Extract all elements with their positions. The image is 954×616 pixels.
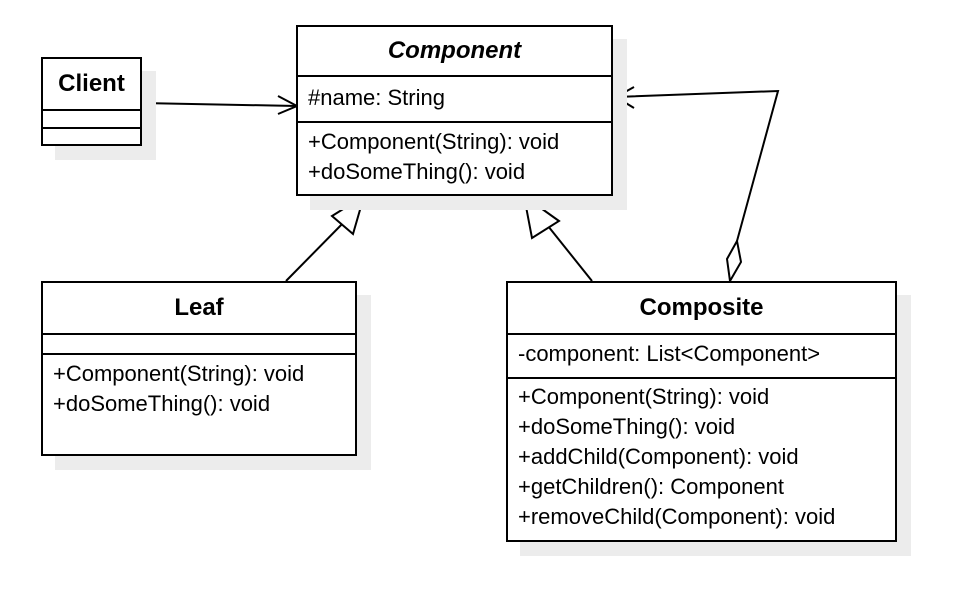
class-leaf[interactable]: Leaf +Component(String): void +doSomeThi…: [41, 281, 357, 456]
class-component-methods: +Component(String): void +doSomeThing():…: [298, 123, 611, 191]
class-client-title: Client: [43, 59, 140, 111]
class-composite-attributes: -component: List<Component>: [508, 335, 895, 379]
association-client-component: [140, 95, 300, 115]
method: +Component(String): void: [518, 384, 770, 409]
aggregation-composite-component: [614, 86, 780, 285]
method: +doSomeThing(): void: [308, 159, 526, 184]
class-composite-methods: +Component(String): void +doSomeThing():…: [508, 379, 895, 536]
method: +doSomeThing(): void: [53, 391, 271, 416]
class-leaf-title: Leaf: [43, 283, 355, 335]
class-client-attributes: [43, 111, 140, 129]
generalization-composite-component: [522, 193, 593, 282]
method: +addChild(Component): void: [518, 444, 799, 469]
method: +Component(String): void: [53, 361, 305, 386]
class-component-title: Component: [298, 27, 611, 77]
class-composite-title: Composite: [508, 283, 895, 335]
attribute: #name: String: [308, 85, 445, 110]
class-component[interactable]: Component #name: String +Component(Strin…: [296, 25, 613, 196]
method: +removeChild(Component): void: [518, 504, 836, 529]
class-client-methods: [43, 129, 140, 144]
class-composite[interactable]: Composite -component: List<Component> +C…: [506, 281, 897, 542]
method: +Component(String): void: [308, 129, 560, 154]
class-leaf-attributes: [43, 335, 355, 355]
method: +doSomeThing(): void: [518, 414, 736, 439]
attribute: -component: List<Component>: [518, 341, 821, 366]
class-leaf-methods: +Component(String): void +doSomeThing():…: [43, 355, 355, 423]
class-component-attributes: #name: String: [298, 77, 611, 123]
generalization-leaf-component: [285, 193, 366, 282]
class-client[interactable]: Client: [41, 57, 142, 146]
method: +getChildren(): Component: [518, 474, 784, 499]
